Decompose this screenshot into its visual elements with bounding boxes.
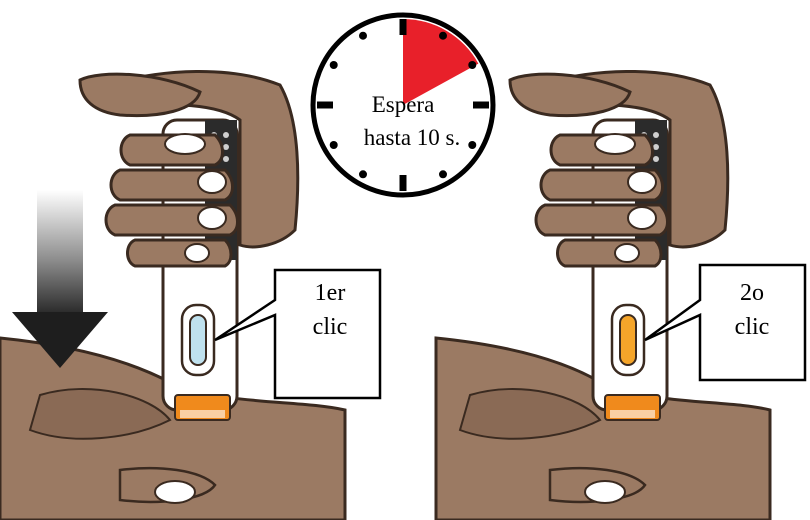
right-callout-line2: clic <box>735 314 770 340</box>
left-pen-window <box>189 314 207 366</box>
left-callout-line1: 1er <box>315 280 346 306</box>
left-callout-line2: clic <box>313 314 348 340</box>
timer-minor-tick <box>468 141 477 149</box>
wait-timer: Espera hasta 10 s. <box>310 12 496 198</box>
left-callout: 1er clic <box>214 268 382 400</box>
right-callout: 2o clic <box>644 263 807 382</box>
right-skin-fold <box>458 388 602 440</box>
timer-major-tick <box>473 101 489 109</box>
left-lower-nail <box>154 480 196 504</box>
left-hand <box>78 70 300 268</box>
right-panel: 2o clic <box>434 70 807 520</box>
timer-minor-tick <box>468 61 477 69</box>
timer-minor-tick <box>439 31 447 40</box>
left-skin-fold <box>28 388 172 440</box>
left-thumb <box>78 72 202 118</box>
timer-major-tick <box>399 19 407 35</box>
timer-major-tick <box>399 175 407 191</box>
timer-line2: hasta 10 s. <box>364 125 460 150</box>
timer-minor-tick <box>359 170 367 179</box>
timer-ticks <box>317 19 489 191</box>
timer-minor-tick <box>439 170 447 179</box>
left-panel: 1er clic <box>0 70 382 520</box>
timer-minor-tick <box>329 141 338 149</box>
right-lower-nail <box>584 480 626 504</box>
timer-elapsed-wedge <box>403 19 479 105</box>
timer-line1: Espera <box>372 92 435 117</box>
right-thumb <box>508 72 632 118</box>
timer-minor-tick <box>329 61 338 69</box>
right-callout-line1: 2o <box>740 280 764 306</box>
push-down-arrow <box>12 190 108 368</box>
timer-major-tick <box>317 101 333 109</box>
timer-minor-tick <box>359 31 367 40</box>
right-pen-window <box>619 314 637 366</box>
right-hand <box>508 70 730 268</box>
